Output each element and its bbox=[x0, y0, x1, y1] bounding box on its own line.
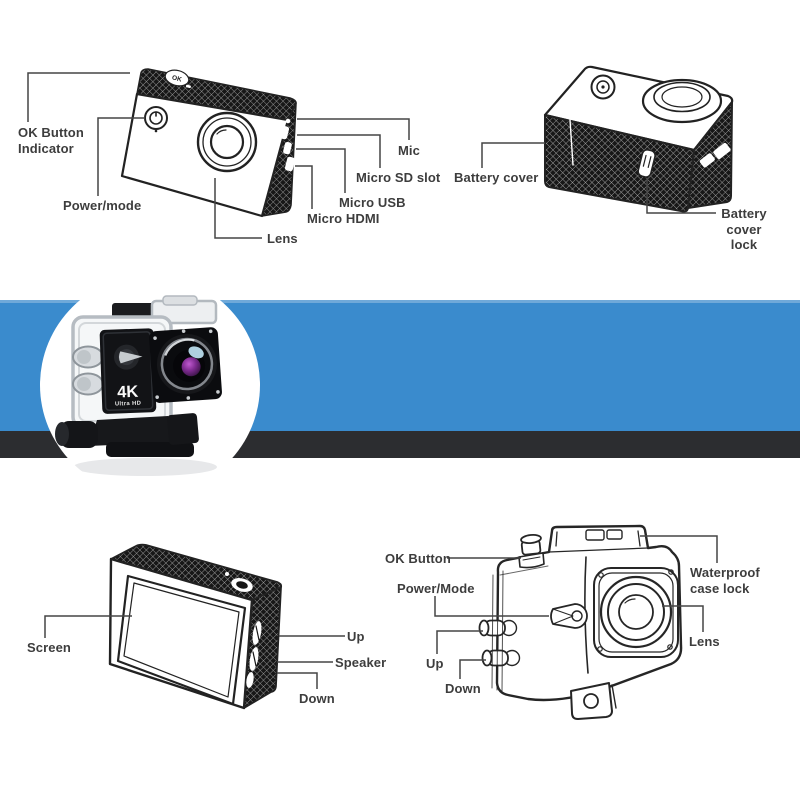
label-down-back: Down bbox=[299, 691, 335, 706]
leader-ok-button-indicator bbox=[27, 72, 130, 122]
banner-blue-edge bbox=[0, 300, 800, 303]
leader-screen bbox=[44, 615, 132, 638]
label-waterproof-case-lock: Waterproof case lock bbox=[690, 565, 760, 596]
shutter-button-top bbox=[164, 69, 190, 87]
camera-front-view-drawing: OK bbox=[120, 68, 297, 218]
label-down-case: Down bbox=[445, 681, 481, 696]
label-micro-sd-slot: Micro SD slot bbox=[356, 170, 441, 185]
label-ok-button-case: OK Button bbox=[385, 551, 451, 566]
micro-sd-slot-port bbox=[280, 126, 290, 140]
badge-ultra-hd: Ultra HD bbox=[115, 401, 142, 408]
camera-case-view-drawing bbox=[478, 524, 683, 720]
leader-lens bbox=[214, 178, 262, 239]
label-micro-usb: Micro USB bbox=[339, 195, 406, 210]
ok-print: OK bbox=[171, 74, 182, 83]
label-mic: Mic bbox=[398, 143, 420, 158]
down-button-slot bbox=[246, 672, 254, 688]
lens-iris bbox=[181, 357, 201, 377]
leader-up-case bbox=[436, 630, 483, 654]
lens-block-photo bbox=[149, 327, 222, 403]
leader-battery-cover-lock bbox=[646, 178, 716, 214]
camera-battery-view-drawing bbox=[543, 65, 734, 213]
photo-banner: 4K Ultra HD bbox=[0, 275, 800, 495]
case-shutter-base bbox=[518, 552, 545, 569]
label-power-mode: Power/mode bbox=[63, 198, 142, 213]
leader-micro-hdmi bbox=[295, 165, 313, 209]
leader-power-mode-case bbox=[434, 596, 549, 617]
case-grip-ridges bbox=[491, 570, 504, 693]
screen bbox=[116, 574, 247, 706]
leader-down-back bbox=[277, 672, 318, 689]
camera-front-plate: 4K Ultra HD bbox=[99, 328, 157, 414]
label-micro-hdmi: Micro HDMI bbox=[307, 211, 380, 226]
battery-cover-seam bbox=[569, 119, 574, 166]
mount-clamp bbox=[89, 416, 176, 446]
label-battery-cover: Battery cover bbox=[454, 170, 539, 185]
leader-micro-usb bbox=[296, 148, 346, 193]
case-lens bbox=[599, 575, 673, 649]
leader-mic bbox=[297, 118, 410, 140]
label-lens: Lens bbox=[267, 231, 298, 246]
label-ok-button-indicator: OK Button Indicator bbox=[18, 125, 84, 156]
product-photo: 4K Ultra HD bbox=[55, 295, 222, 476]
photo-reflection bbox=[73, 458, 217, 476]
label-up-case: Up bbox=[426, 656, 444, 671]
case-lid-lines bbox=[548, 530, 649, 553]
label-speaker: Speaker bbox=[335, 655, 387, 670]
battery-cover-face bbox=[544, 114, 695, 213]
camera-back-view-drawing bbox=[108, 543, 283, 710]
battery-lock-latch bbox=[637, 148, 656, 178]
case-lock-buckle bbox=[585, 529, 605, 541]
badge-4k: 4K bbox=[117, 383, 139, 402]
leader-lens-case bbox=[662, 605, 704, 632]
leader-power-mode bbox=[97, 117, 145, 196]
micro-hdmi-port bbox=[284, 156, 296, 172]
label-up-back: Up bbox=[347, 629, 365, 644]
power-mode-button bbox=[144, 106, 168, 130]
case-mount-tab bbox=[570, 682, 613, 720]
leader-down-case bbox=[459, 659, 486, 679]
front-lens bbox=[196, 111, 258, 173]
leader-battery-cover bbox=[481, 142, 545, 168]
label-screen: Screen bbox=[27, 640, 71, 655]
label-lens-case: Lens bbox=[689, 634, 720, 649]
leader-waterproof-case-lock bbox=[640, 535, 718, 563]
mic-hole bbox=[285, 118, 291, 124]
label-power-mode-case: Power/Mode bbox=[397, 581, 475, 596]
micro-usb-port bbox=[283, 141, 292, 155]
leader-lines bbox=[27, 72, 718, 689]
label-battery-cover-lock: Battery cover lock bbox=[721, 206, 767, 252]
case-power-mode-knob bbox=[550, 603, 588, 629]
leader-micro-sd bbox=[297, 134, 381, 168]
